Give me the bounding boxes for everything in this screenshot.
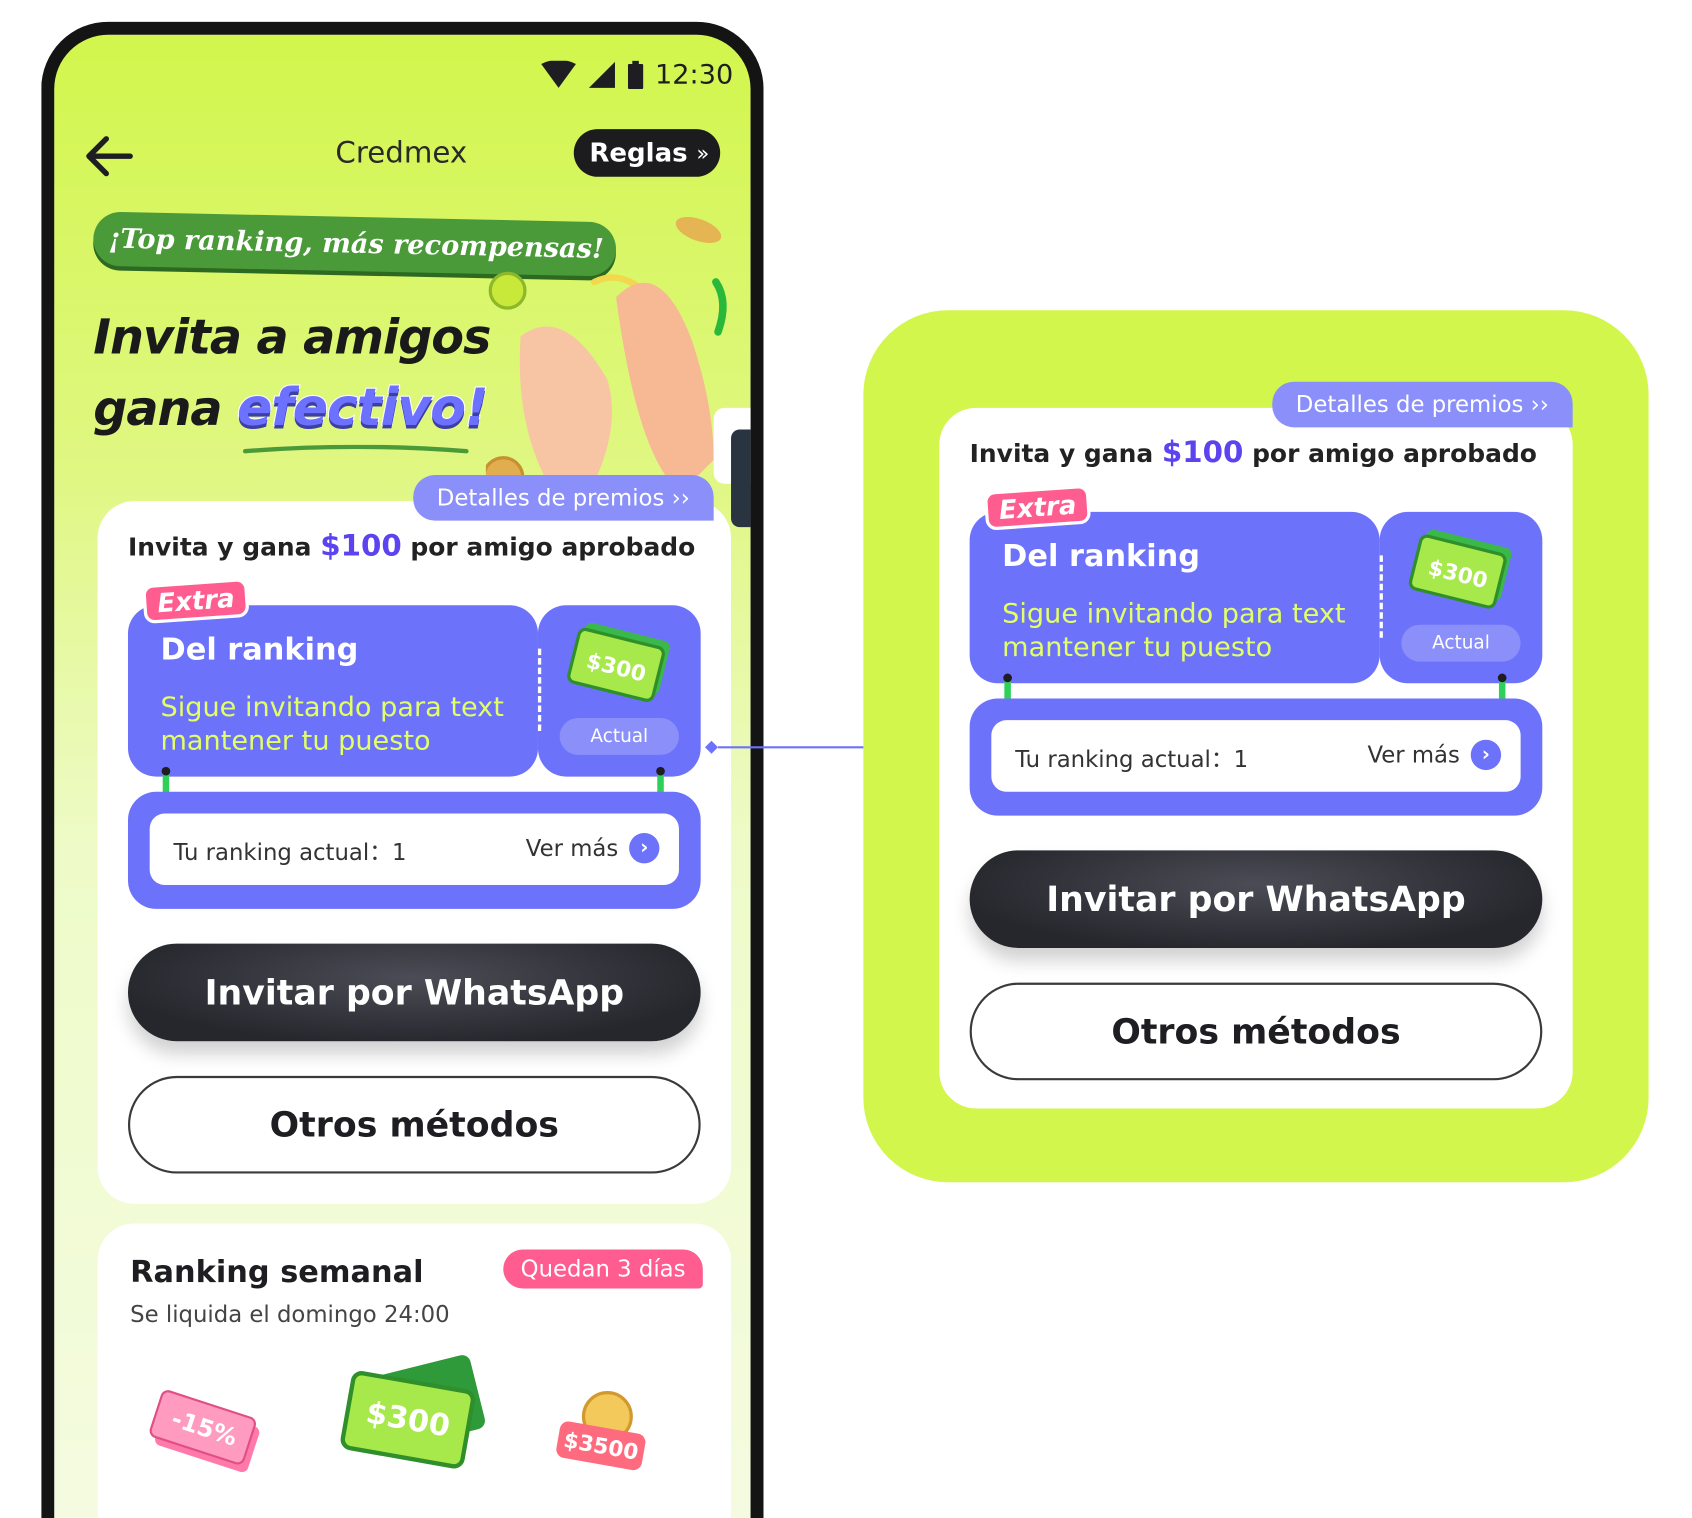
current-ranking-row[interactable]: Tu ranking actual：1 Ver más › (991, 720, 1521, 792)
cash-reward-icon: $300 (340, 1355, 485, 1469)
chevron-right-icon: › (629, 832, 660, 864)
rules-button[interactable]: Reglas ›› (574, 129, 721, 177)
chevron-right-icon: › (1470, 739, 1502, 771)
dotted-divider (1379, 555, 1383, 638)
app-top-bar: Credmex Reglas ›› (54, 124, 750, 189)
signal-icon (588, 61, 615, 88)
invite-amount: $100 (1161, 436, 1244, 470)
invite-card-zoomed: Detalles de premios ›› Invita y gana $10… (939, 381, 1573, 1109)
status-bar: 12:30 (540, 59, 733, 90)
prize-details-link[interactable]: Detalles de premios ›› (1271, 381, 1573, 428)
other-methods-button[interactable]: Otros métodos (969, 982, 1543, 1081)
actual-label: Actual (559, 718, 679, 755)
back-arrow-icon[interactable] (82, 132, 134, 180)
phone-screen: 12:30 Credmex Reglas ›› ¡Top ranking, má… (41, 21, 764, 1518)
ranking-title: Del ranking (160, 631, 359, 668)
other-methods-button[interactable]: Otros métodos (127, 1075, 701, 1174)
hero-headline-2: gana efectivo! (93, 376, 490, 439)
see-more-link[interactable]: Ver más › (1367, 739, 1502, 771)
current-ranking-box: Tu ranking actual：1 Ver más › (127, 791, 701, 909)
hero-headline-1: Invita a amigos (93, 310, 491, 366)
weekly-ranking-title: Ranking semanal (130, 1253, 424, 1290)
ranking-prize-box: $300 Actual (537, 605, 701, 777)
ranking-title: Del ranking (1002, 537, 1201, 574)
see-more-link[interactable]: Ver más › (525, 832, 660, 864)
current-ranking-row[interactable]: Tu ranking actual：1 Ver más › (149, 813, 679, 886)
dotted-divider (537, 648, 542, 732)
zoom-callout-panel: Detalles de premios ›› Invita y gana $10… (863, 310, 1649, 1183)
coins-reward-icon: $3500 (556, 1391, 646, 1471)
rules-label: Reglas (589, 137, 688, 169)
invite-card: Detalles de premios ›› Invita y gana $10… (97, 475, 732, 1204)
hero-word-efectivo: efectivo! (236, 376, 490, 439)
see-more-label: Ver más (1367, 741, 1460, 768)
status-time: 12:30 (655, 58, 734, 91)
invite-whatsapp-button[interactable]: Invitar por WhatsApp (969, 850, 1543, 948)
current-ranking-text: Tu ranking actual：1 (1015, 746, 1249, 773)
weekly-ranking-card: Ranking semanal Se liquida el domingo 24… (97, 1223, 732, 1518)
cash-stack-icon: $300 (567, 622, 670, 702)
battery-icon (627, 60, 644, 89)
hero-word-gana: gana (93, 381, 222, 438)
invite-amount: $100 (320, 529, 402, 563)
discount-coupon-icon: -15% (149, 1390, 260, 1473)
ranking-reward-box: Extra Del ranking Sigue invitando para t… (127, 577, 538, 777)
current-ranking-text: Tu ranking actual：1 (173, 839, 407, 866)
actual-label: Actual (1401, 624, 1521, 662)
wifi-icon (541, 60, 576, 88)
see-more-label: Ver más (525, 835, 619, 862)
invite-whatsapp-button[interactable]: Invitar por WhatsApp (127, 943, 701, 1042)
extra-badge: Extra (983, 484, 1092, 531)
days-left-badge: Quedan 3 días (503, 1249, 703, 1289)
ranking-prize-box: $300 Actual (1379, 511, 1543, 684)
extra-badge: Extra (141, 577, 251, 625)
invite-reward-line: Invita y gana $100 por amigo aprobado (127, 529, 696, 563)
ranking-reward-box: Extra Del ranking Sigue invitando para t… (969, 484, 1380, 684)
weekly-ranking-subtitle: Se liquida el domingo 24:00 (130, 1301, 450, 1328)
cash-stack-icon: $300 (1408, 529, 1512, 609)
ranking-description: Sigue invitando para text mantener tu pu… (160, 690, 504, 756)
invite-reward-line: Invita y gana $100 por amigo aprobado (969, 436, 1537, 470)
prize-details-link[interactable]: Detalles de premios ›› (412, 475, 714, 521)
underline-decoration (242, 444, 469, 454)
app-title: Credmex (335, 136, 468, 171)
ranking-description: Sigue invitando para text mantener tu pu… (1002, 597, 1346, 663)
current-ranking-box: Tu ranking actual：1 Ver más › (969, 698, 1543, 816)
double-chevron-icon: ›› (696, 139, 709, 166)
